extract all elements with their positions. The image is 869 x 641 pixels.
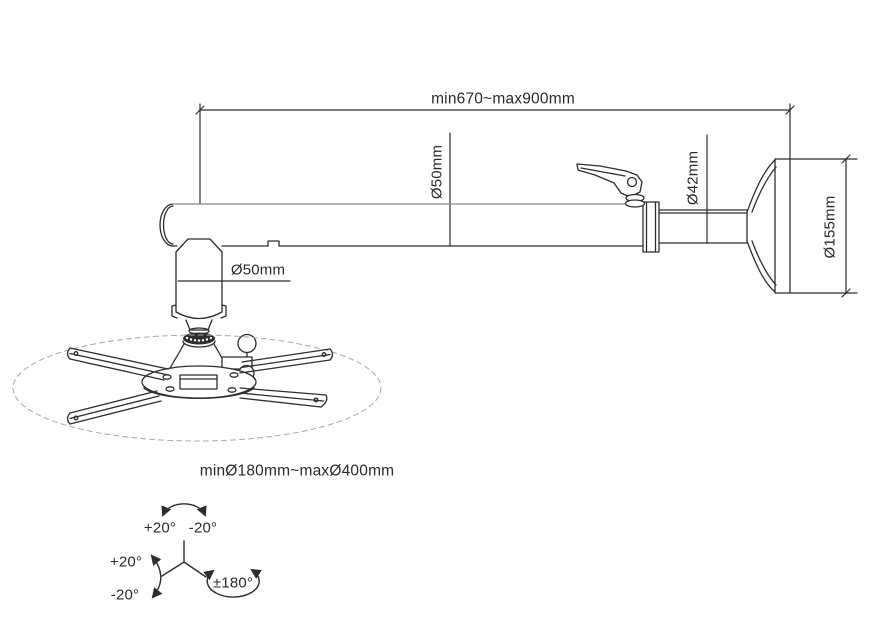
axis-figure	[161, 540, 185, 577]
spider-range-label: minØ180mm~maxØ400mm	[199, 462, 395, 480]
arm-length-dimension-label: min670~max900mm	[431, 90, 575, 108]
outer-tube-diameter-label: Ø50mm	[428, 144, 446, 200]
swivel-ellipse	[203, 568, 262, 598]
wall-plate	[746, 158, 791, 294]
arm-assembly	[159, 163, 748, 253]
rotation-range-ellipse	[12, 334, 382, 442]
spider-bracket	[12, 334, 382, 442]
roll-plus-label: +20°	[109, 553, 143, 571]
swivel-range-label: ±180°	[212, 574, 254, 592]
inner-tube-diameter-label: Ø42mm	[684, 150, 702, 206]
drop-tube-diameter-label: Ø50mm	[230, 261, 286, 279]
tilt-arc	[161, 503, 207, 517]
plate-diameter-label: Ø155mm	[821, 195, 839, 259]
drop-tube-assembly	[167, 238, 257, 382]
locking-lever	[576, 163, 646, 208]
spider-arm-lower-right	[239, 387, 328, 408]
spider-arm-lower-left	[66, 390, 162, 425]
spider-arm-upper-right	[239, 348, 334, 374]
roll-arc	[150, 554, 163, 599]
rotation-indicator	[150, 503, 262, 599]
tilt-plus-label: +20°	[143, 519, 177, 537]
dimension-lines	[177, 103, 858, 298]
spider-arm-upper-left	[66, 347, 169, 381]
tilt-minus-label: -20°	[188, 519, 218, 537]
roll-minus-label: -20°	[110, 586, 140, 604]
